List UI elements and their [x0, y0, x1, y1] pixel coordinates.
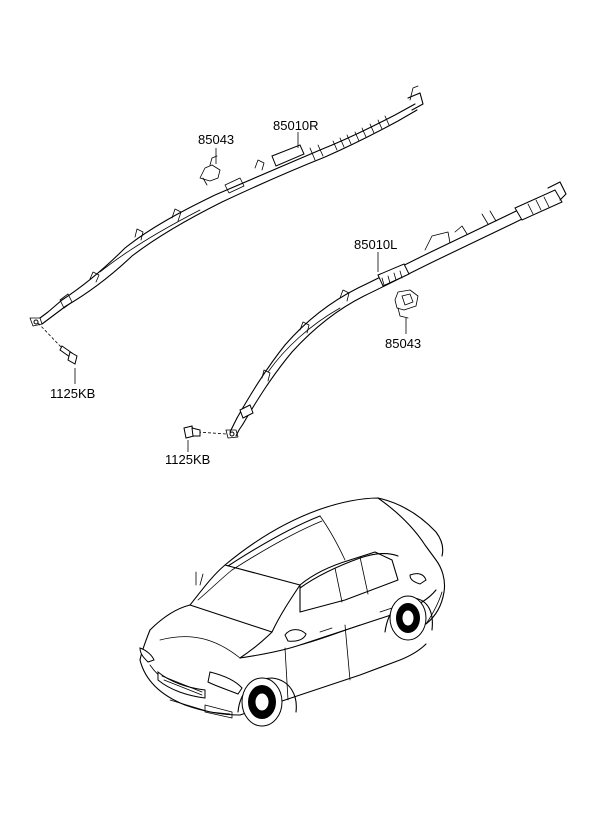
curtain-airbag-right[interactable] [29, 85, 424, 327]
callout-bolt-upper: 1125KB [50, 386, 95, 401]
callout-airbag-right: 85010R [273, 118, 319, 133]
callout-airbag-left: 85010L [354, 237, 397, 252]
bolt-lower[interactable] [183, 425, 227, 439]
bracket-lower[interactable] [394, 289, 419, 319]
callout-bracket-lower: 85043 [385, 336, 421, 351]
car-illustration [139, 497, 446, 727]
curtain-airbag-left[interactable] [225, 181, 567, 439]
bolt-upper[interactable] [37, 322, 78, 365]
callout-bolt-lower: 1125KB [165, 452, 210, 467]
leader-lines [74, 132, 407, 452]
callout-bracket-upper: 85043 [198, 132, 234, 147]
bracket-upper[interactable] [199, 155, 221, 186]
